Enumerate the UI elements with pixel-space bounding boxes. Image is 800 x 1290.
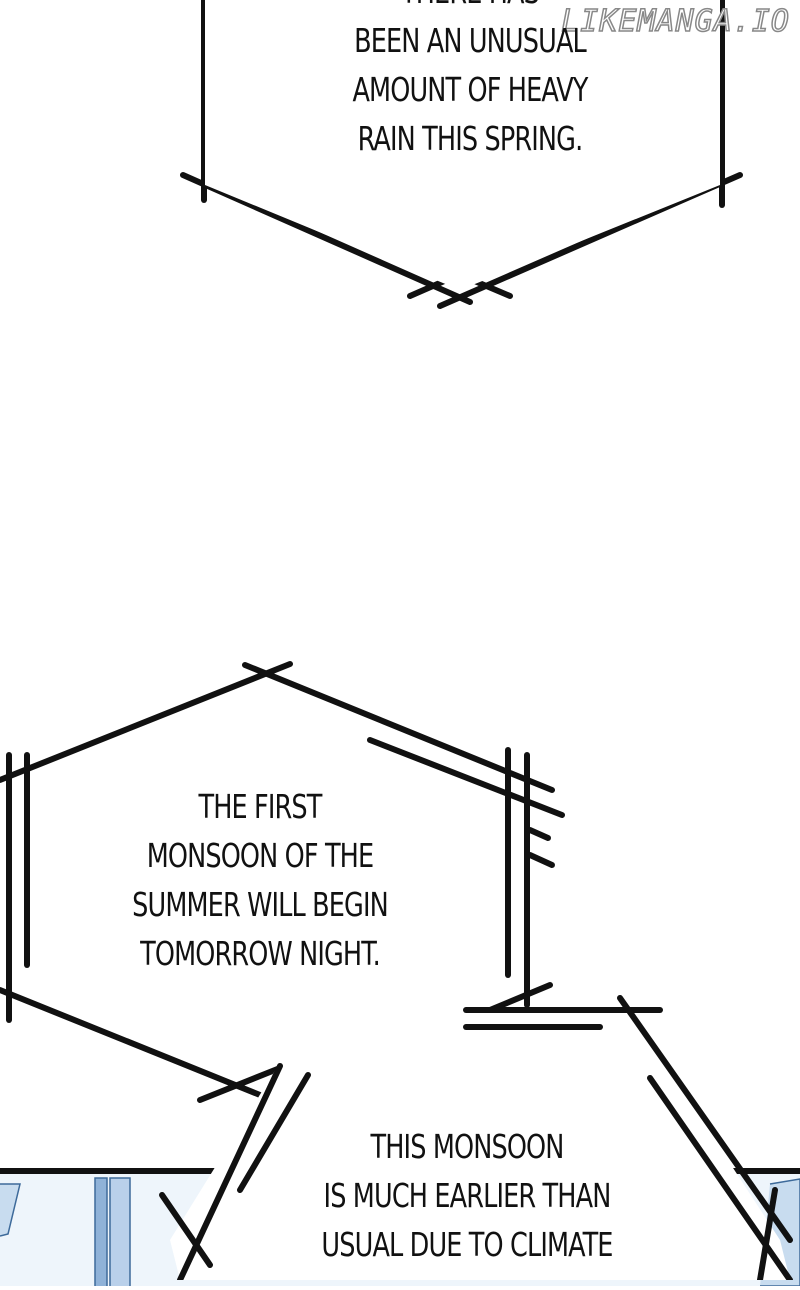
text-line: MONSOON OF THE: [146, 836, 374, 875]
text-line: BEEN AN UNUSUAL: [354, 21, 587, 60]
text-line: THIS MONSOON: [370, 1127, 564, 1166]
text-line: IS MUCH EARLIER THAN: [323, 1176, 612, 1215]
text-line: TOMORROW NIGHT.: [140, 934, 381, 973]
text-line: SUMMER WILL BEGIN: [132, 885, 389, 924]
bubble-2-frame: [0, 661, 565, 1103]
speech-bubble-2-text: THE FIRST MONSOON OF THE SUMMER WILL BEG…: [88, 782, 432, 978]
text-line: AMOUNT OF HEAVY: [352, 70, 588, 109]
text-line: RAIN THIS SPRING.: [357, 119, 584, 158]
speech-bubble-3-text: THIS MONSOON IS MUCH EARLIER THAN USUAL …: [295, 1122, 639, 1269]
text-line: THE FIRST: [198, 787, 322, 826]
speech-bubble-1-text: THERE HAS BEEN AN UNUSUAL AMOUNT OF HEAV…: [298, 0, 642, 163]
text-line: THERE HAS: [298, 0, 642, 16]
watermark: LIKEMANGA.IO: [561, 3, 790, 40]
bubble-3-frame: [159, 995, 793, 1280]
bubble-1-frame: [180, 0, 743, 309]
text-line: USUAL DUE TO CLIMATE: [321, 1225, 613, 1264]
